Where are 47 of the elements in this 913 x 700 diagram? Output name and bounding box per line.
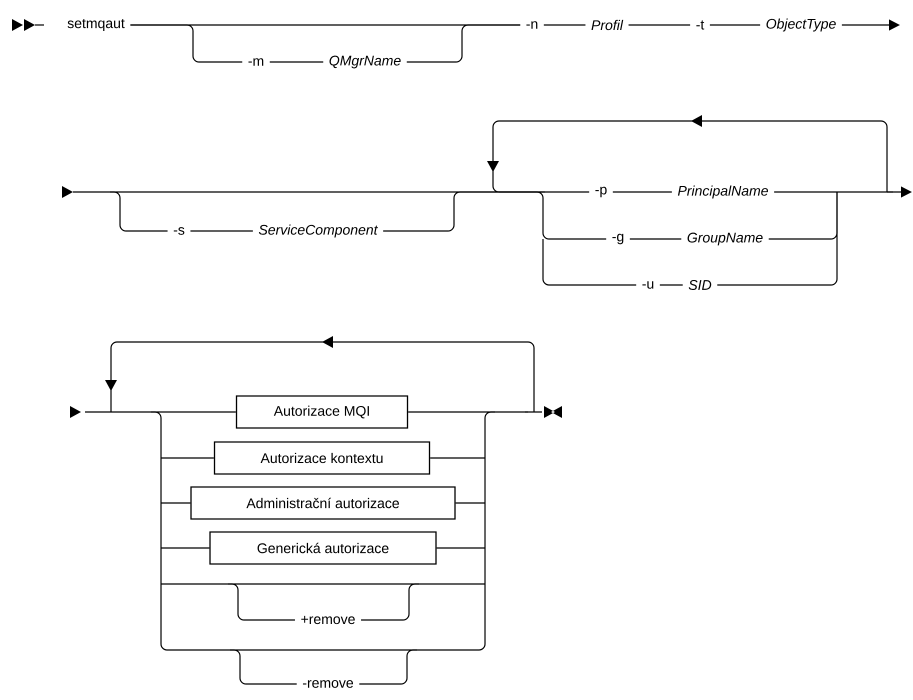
connector-line — [270, 61, 324, 63]
parameter-name: ServiceComponent — [253, 219, 383, 243]
option-flag: -s — [168, 222, 190, 240]
option-box: Administrační autorizace — [190, 486, 456, 520]
option-flag: +remove — [296, 610, 360, 630]
connector-line — [190, 230, 253, 232]
option-flag: -u — [636, 276, 660, 294]
parameter-name: QMgrName — [324, 50, 406, 74]
connector-line — [612, 191, 672, 193]
connector-line — [161, 502, 190, 504]
connector-line — [161, 547, 210, 549]
connector-line — [436, 547, 485, 549]
option-box: Generická autorizace — [209, 531, 437, 565]
connector-line — [110, 191, 168, 232]
parameter-name: PrincipalName — [672, 180, 774, 204]
option-box: Autorizace MQI — [236, 395, 408, 429]
connector-line — [230, 649, 297, 685]
connector-line — [660, 284, 683, 286]
connector-line — [628, 24, 690, 26]
connector-line — [717, 192, 838, 286]
command-name: setmqaut — [62, 14, 130, 36]
connector-line — [542, 239, 636, 286]
option-flag: -m — [242, 53, 270, 71]
option-flag: -g — [606, 228, 630, 250]
connector-line — [630, 238, 682, 240]
connector-line — [710, 24, 760, 26]
connector-line — [544, 24, 586, 26]
connector-line — [359, 649, 417, 685]
connector-line — [85, 411, 236, 413]
connector-line — [383, 191, 590, 232]
parameter-name: SID — [683, 275, 717, 295]
option-box: Autorizace kontextu — [214, 441, 430, 475]
option-flag: -remove — [297, 675, 359, 693]
parameter-name: GroupName — [682, 228, 768, 250]
connector-line — [361, 583, 419, 621]
option-flag: -p — [590, 182, 612, 202]
option-flag: -t — [690, 15, 710, 35]
connector-line — [408, 411, 528, 413]
connector-line — [535, 191, 606, 240]
connector-line — [430, 457, 485, 459]
option-flag: -n — [520, 16, 544, 34]
connector-line — [228, 583, 295, 621]
parameter-name: ObjectType — [760, 13, 842, 37]
connector-line — [130, 24, 520, 26]
parameter-name: Profil — [586, 14, 628, 36]
connector-line — [161, 457, 214, 459]
connector-line — [456, 502, 485, 504]
